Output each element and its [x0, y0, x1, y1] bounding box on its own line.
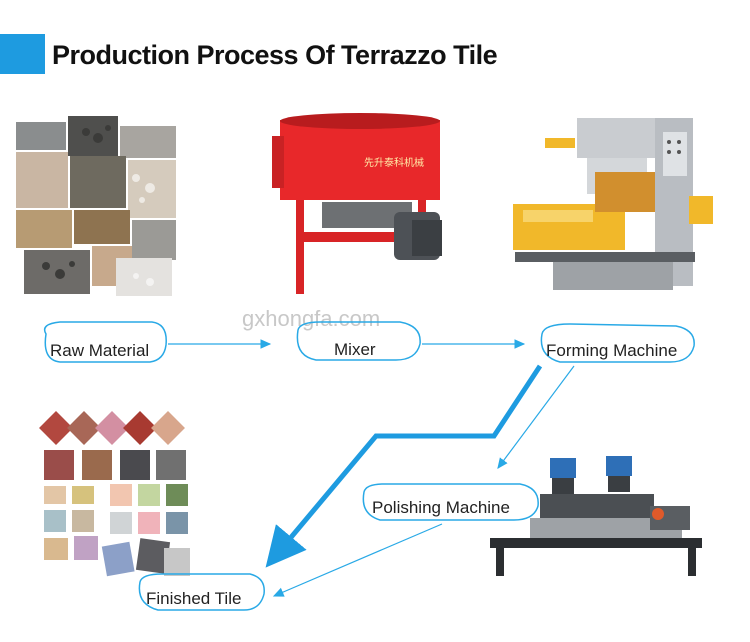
mixer-image: 先升泰科机械 [272, 113, 442, 294]
forming-machine-node [540, 323, 695, 363]
arrow-forming-to-polishing [497, 365, 575, 469]
mixer-node [296, 321, 421, 361]
polishing-machine-node [362, 483, 539, 521]
watermark: gxhongfa.com [242, 306, 381, 331]
polishing-machine-label: Polishing Machine [372, 498, 510, 517]
raw-material-image [16, 116, 176, 296]
title-accent-bar [0, 34, 45, 74]
finished-tile-image [39, 411, 190, 577]
forming-machine-image [513, 118, 713, 290]
mixer-label: Mixer [334, 340, 376, 359]
arrow-polishing-to-finished [272, 523, 443, 597]
mixer-brand-text: 先升泰科机械 [364, 156, 424, 169]
forming-machine-label: Forming Machine [546, 341, 678, 360]
arrow-forming-to-finished [265, 364, 543, 568]
polishing-machine-image [490, 456, 702, 576]
page-title: Production Process Of Terrazzo Tile [52, 40, 498, 70]
raw-material-label: Raw Material [50, 341, 150, 360]
finished-tile-node [138, 573, 265, 611]
finished-tile-label: Finished Tile [146, 589, 242, 608]
raw-material-node [43, 321, 167, 363]
